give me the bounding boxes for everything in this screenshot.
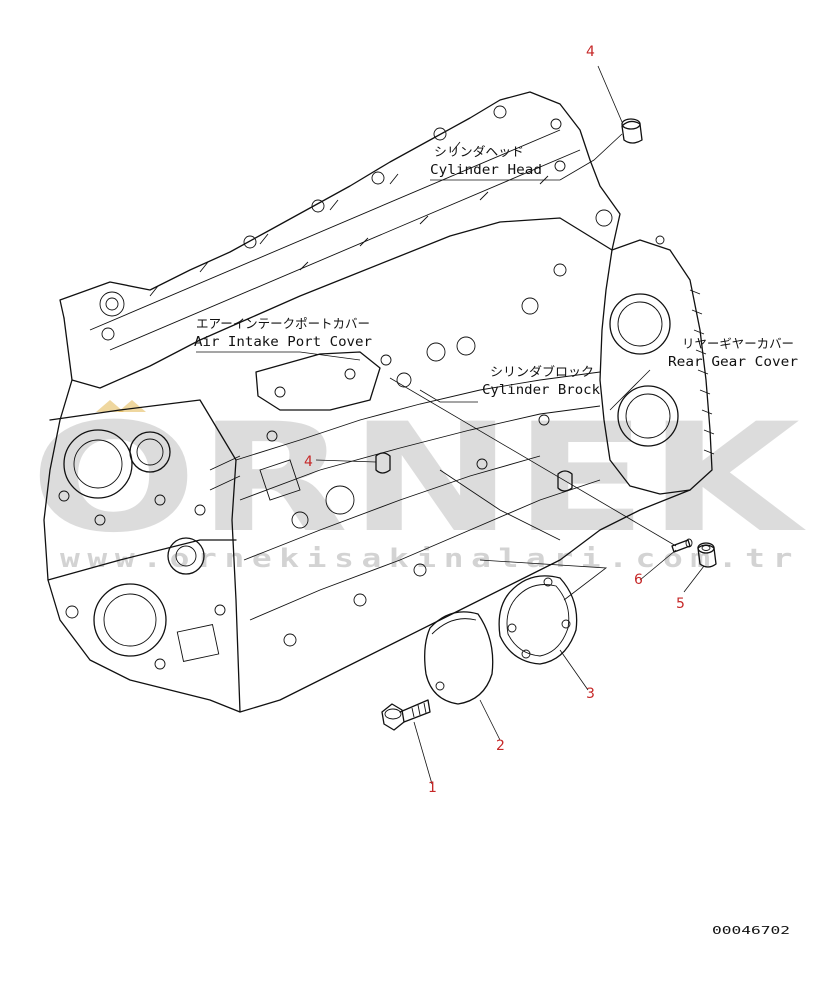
callout-6: 6 <box>634 572 643 588</box>
engine-block <box>43 91 715 713</box>
label-cylinder-head-jp: シリンダヘッド <box>434 144 524 159</box>
callout-2: 2 <box>496 738 505 754</box>
watermark: ORNEK www.ornekisakinalari.com.tr <box>30 392 806 574</box>
callout-numbers: 4 4 6 5 3 2 1 <box>304 44 685 796</box>
pin-part-6 <box>671 538 693 553</box>
bolt-part-1 <box>381 699 431 731</box>
label-rear-gear-jp: リヤーギヤーカバー <box>682 336 794 351</box>
cylinder-block-outline <box>43 379 691 713</box>
label-rear-gear-cover: リヤーギヤーカバー Rear Gear Cover <box>668 336 798 370</box>
callout-4-top: 4 <box>586 44 595 60</box>
head-bosses <box>99 105 613 341</box>
label-air-intake-jp: エアーインテークポートカバー <box>196 316 370 331</box>
label-rear-gear-en: Rear Gear Cover <box>668 355 798 370</box>
drawing-number: 00046702 <box>712 924 790 937</box>
cylinder-head-outline <box>59 91 621 319</box>
callout-3: 3 <box>586 686 595 702</box>
watermark-logo-mark <box>96 400 124 412</box>
label-air-intake: エアーインテークポートカバー Air Intake Port Cover <box>194 316 372 350</box>
label-cylinder-block: シリンダブロック Cylinder Brock <box>482 364 600 398</box>
plug-part-4-mid <box>375 452 391 474</box>
front-face <box>47 399 237 581</box>
callout-5: 5 <box>676 596 685 612</box>
label-air-intake-en: Air Intake Port Cover <box>194 335 372 350</box>
plug-part-5 <box>697 542 717 568</box>
callout-4-mid: 4 <box>304 454 313 470</box>
label-cylinder-block-en: Cylinder Brock <box>482 383 600 398</box>
air-intake-port-cover <box>255 351 381 411</box>
watermark-brand: ORNEK <box>30 392 806 566</box>
callout-1: 1 <box>428 780 437 796</box>
label-cylinder-block-jp: シリンダブロック <box>490 364 594 379</box>
gasket-part-3 <box>498 575 578 665</box>
cover-plate-part-2 <box>424 611 494 705</box>
watermark-url: www.ornekisakinalari.com.tr <box>60 544 800 574</box>
label-cylinder-head-en: Cylinder Head <box>430 163 542 178</box>
leader-lines <box>196 65 705 785</box>
label-cylinder-head: シリンダヘッド Cylinder Head <box>430 144 542 178</box>
plug-part-4-top <box>621 118 643 144</box>
